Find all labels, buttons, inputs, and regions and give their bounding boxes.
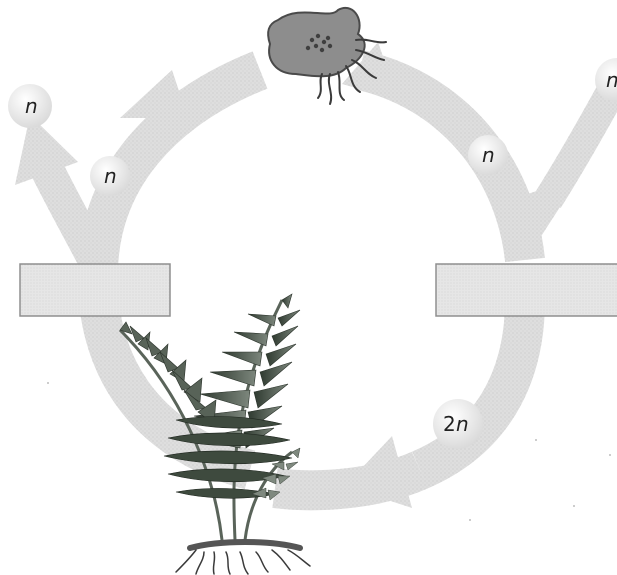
- label-n-diploid: n: [456, 412, 469, 436]
- rhizome-roots-icon: [176, 542, 310, 574]
- label-n-right: n: [482, 143, 495, 167]
- label-n-top-right: n: [606, 68, 617, 92]
- label-box-left[interactable]: [20, 264, 170, 316]
- label-2-diploid: 2: [443, 412, 456, 436]
- cycle-arrowhead-upper-left: [120, 70, 188, 118]
- label-box-right[interactable]: [436, 264, 617, 316]
- incoming-arrow-top-right: [548, 90, 612, 200]
- label-n-top-left: n: [25, 94, 38, 118]
- cycle-arrow-right-arc: [420, 300, 525, 470]
- label-n-left-arrow: n: [104, 164, 117, 188]
